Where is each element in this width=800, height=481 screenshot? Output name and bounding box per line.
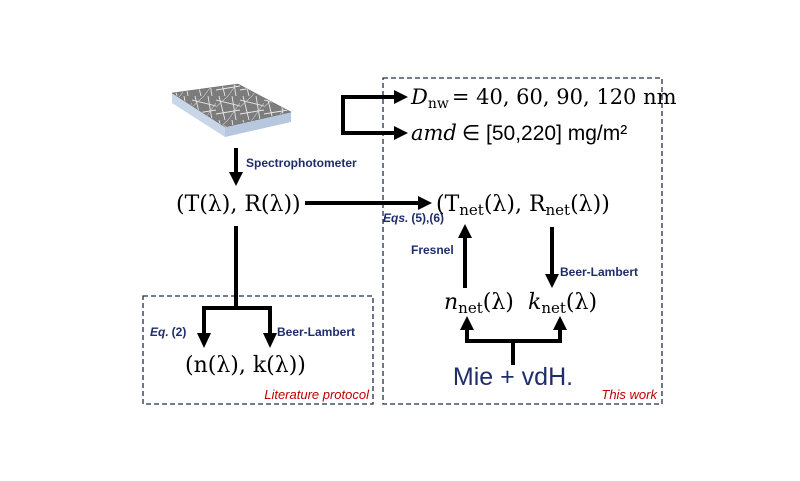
this-work-title: This work: [601, 387, 658, 402]
k-net: knet(λ): [528, 290, 597, 317]
beer-lambert-label-literature: Beer-Lambert: [277, 325, 355, 339]
literature-protocol-box: [142, 295, 374, 405]
sample-illustration: [171, 83, 292, 137]
diameter-param: Dnw= 40, 60, 90, 120 nm: [410, 85, 677, 112]
eq-2-label: Eq.(2): [150, 325, 186, 339]
beer-lambert-label-this-work: Beer-Lambert: [560, 265, 638, 279]
amd-param: amd∈ [50,220] mg/m²: [411, 121, 627, 145]
literature-branch-arrows: [197, 226, 277, 348]
spectrophotometer-label: Spectrophotometer: [246, 156, 357, 170]
mie-vdh-model: Mie + vdH.: [453, 363, 573, 391]
this-work-box: [382, 77, 663, 405]
literature-protocol-title: Literature protocol: [264, 387, 370, 402]
fresnel-arrow: [458, 224, 472, 288]
measured-tr-output: (T(λ), R(λ)): [176, 192, 301, 217]
sample-side-right: [225, 112, 291, 137]
nk-result: (n(λ), k(λ)): [185, 353, 306, 378]
eqs-5-6-label: Eqs.(5),(6): [383, 211, 444, 225]
sample-side-left: [172, 93, 225, 137]
n-net: nnet(λ): [444, 290, 514, 317]
parameter-bracket-arrows: [341, 90, 408, 140]
arrow-head-amd: [394, 126, 408, 140]
fresnel-label: Fresnel: [411, 243, 454, 257]
mie-branch-arrows: [460, 316, 567, 365]
arrow-to-net-spectra: [305, 196, 432, 210]
spectrophotometer-arrow: [229, 148, 243, 186]
beer-lambert-arrow: [545, 227, 559, 288]
net-tr-output: (Tnet(λ), Rnet(λ)): [436, 192, 610, 219]
sample-top-nanowire-network: [171, 83, 292, 128]
arrow-head-diameter: [394, 90, 408, 104]
